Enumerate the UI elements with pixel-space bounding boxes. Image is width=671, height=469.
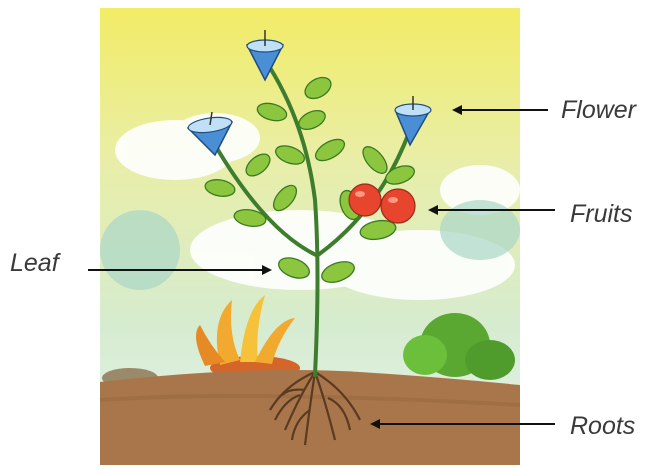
illustration-panel: [100, 8, 520, 465]
fruits-label: Fruits: [570, 200, 633, 229]
roots-label: Roots: [570, 412, 635, 441]
flower-label: Flower: [561, 96, 636, 125]
leaf-label: Leaf: [10, 249, 59, 278]
soil: [100, 370, 520, 465]
